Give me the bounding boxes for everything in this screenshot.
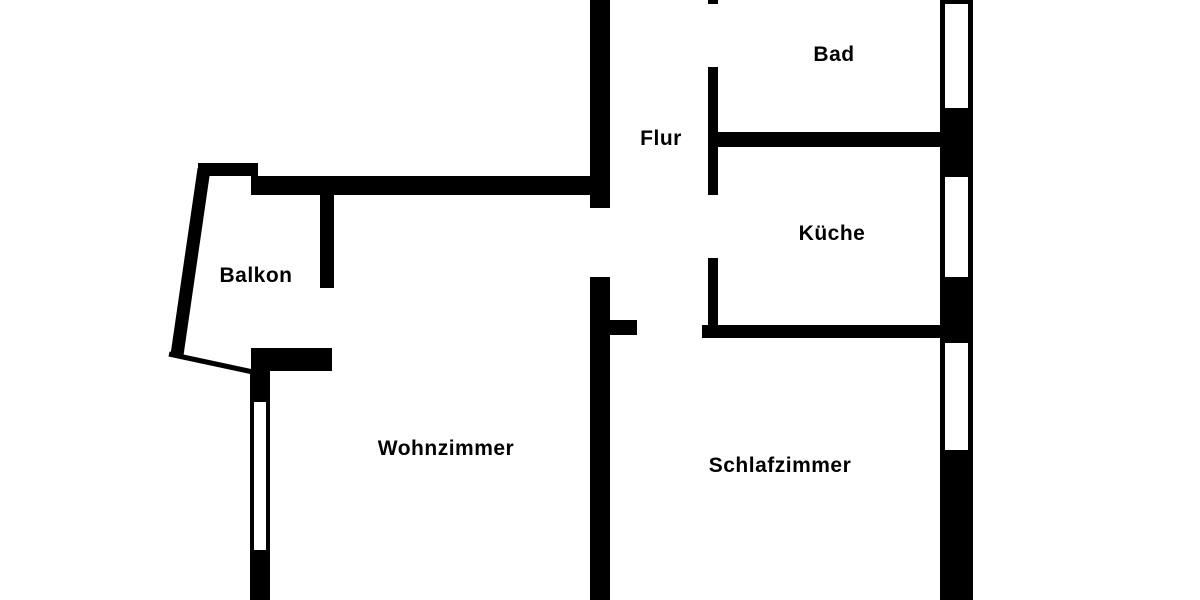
room-label-schlafzimmer: Schlafzimmer: [708, 454, 852, 477]
right-window2-outer-line: [968, 177, 973, 277]
room-label-wohnzimmer: Wohnzimmer: [377, 437, 515, 460]
balcony-left-rail: [170, 168, 211, 356]
bad-bottom-wall: [708, 132, 945, 147]
balcony-door-side-wall: [320, 194, 334, 288]
left-wall-lower: [250, 550, 270, 600]
balcony-top-rail: [198, 163, 258, 176]
right-wall-solid-1: [940, 108, 973, 177]
right-wall-top-cap: [940, 0, 973, 4]
right-wall-solid-2: [940, 277, 973, 343]
right-window3-inner-line: [940, 343, 945, 450]
center-wall-upper: [590, 0, 610, 208]
left-window-inner-line: [266, 402, 270, 550]
room-label-bad: Bad: [813, 43, 855, 66]
bad-wall-top-stub: [708, 0, 718, 4]
right-window1-inner-line: [940, 4, 945, 108]
balcony-bottom-wall: [251, 348, 332, 371]
kueche-left-wall-lower: [708, 258, 718, 330]
left-window-outer-line: [250, 402, 254, 550]
kueche-bottom-wall: [702, 325, 945, 338]
room-label-flur: Flur: [640, 127, 682, 150]
room-label-balkon: Balkon: [219, 264, 293, 287]
left-wall-upper: [250, 371, 270, 402]
bad-kueche-left-wall-mid: [708, 67, 718, 195]
right-window3-outer-line: [968, 343, 973, 450]
balcony-bottom-rail: [168, 351, 254, 375]
center-wall-lower: [590, 277, 610, 600]
right-window1-outer-line: [968, 4, 973, 108]
flur-bottom-wall-stub: [610, 320, 637, 335]
right-wall-solid-3: [940, 450, 973, 600]
wohnzimmer-top-wall: [253, 176, 590, 195]
right-window2-inner-line: [940, 177, 945, 277]
room-label-kueche: Küche: [798, 222, 866, 245]
